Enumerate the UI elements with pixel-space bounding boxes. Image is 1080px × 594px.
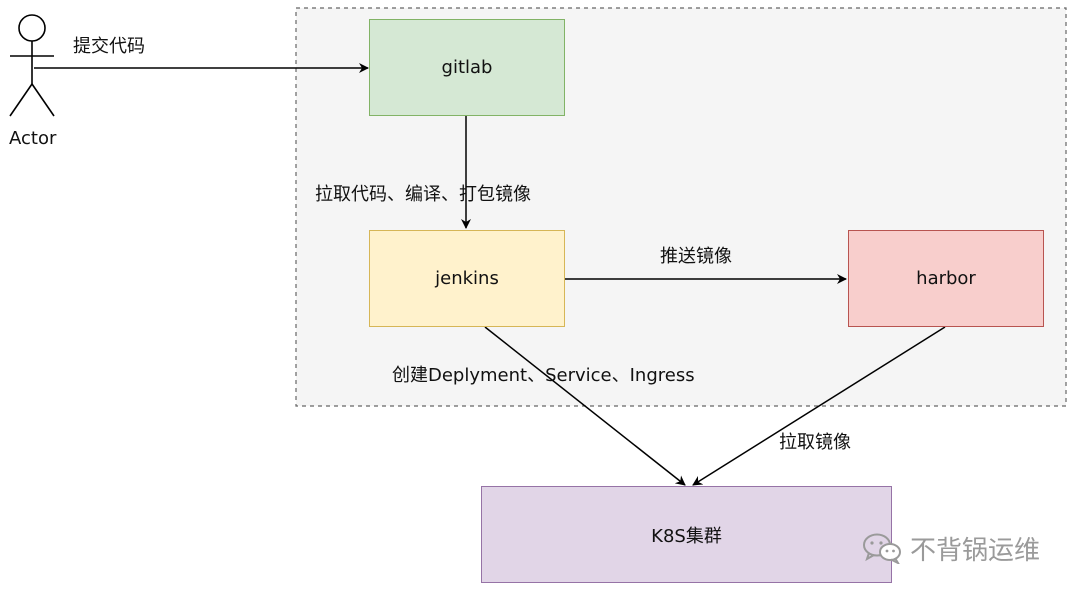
- gitlab-node-label: gitlab: [441, 57, 493, 78]
- actor-label: Actor: [9, 128, 57, 149]
- watermark: 不背锅运维: [862, 531, 1041, 566]
- edge-label-create-resources: 创建Deplyment、Service、Ingress: [392, 365, 695, 386]
- k8s-cluster-node-label: K8S集群: [651, 525, 722, 547]
- edge-label-push-image: 推送镜像: [660, 246, 732, 267]
- k8s-cluster-node[interactable]: K8S集群: [481, 486, 892, 583]
- harbor-node[interactable]: harbor: [848, 230, 1044, 327]
- harbor-node-label: harbor: [916, 268, 976, 289]
- actor-figure[interactable]: [9, 14, 55, 117]
- gitlab-node[interactable]: gitlab: [369, 19, 565, 116]
- edge-label-pull-build-package: 拉取代码、编译、打包镜像: [315, 184, 531, 205]
- jenkins-node-label: jenkins: [435, 268, 499, 289]
- edge-pull-image: [692, 326, 946, 486]
- edge-label-submit-code: 提交代码: [73, 36, 145, 57]
- jenkins-node[interactable]: jenkins: [369, 230, 565, 327]
- edge-create-resources: [484, 326, 686, 486]
- wechat-icon: [863, 533, 901, 564]
- edge-label-pull-image: 拉取镜像: [779, 432, 851, 453]
- watermark-text: 不背锅运维: [910, 535, 1041, 566]
